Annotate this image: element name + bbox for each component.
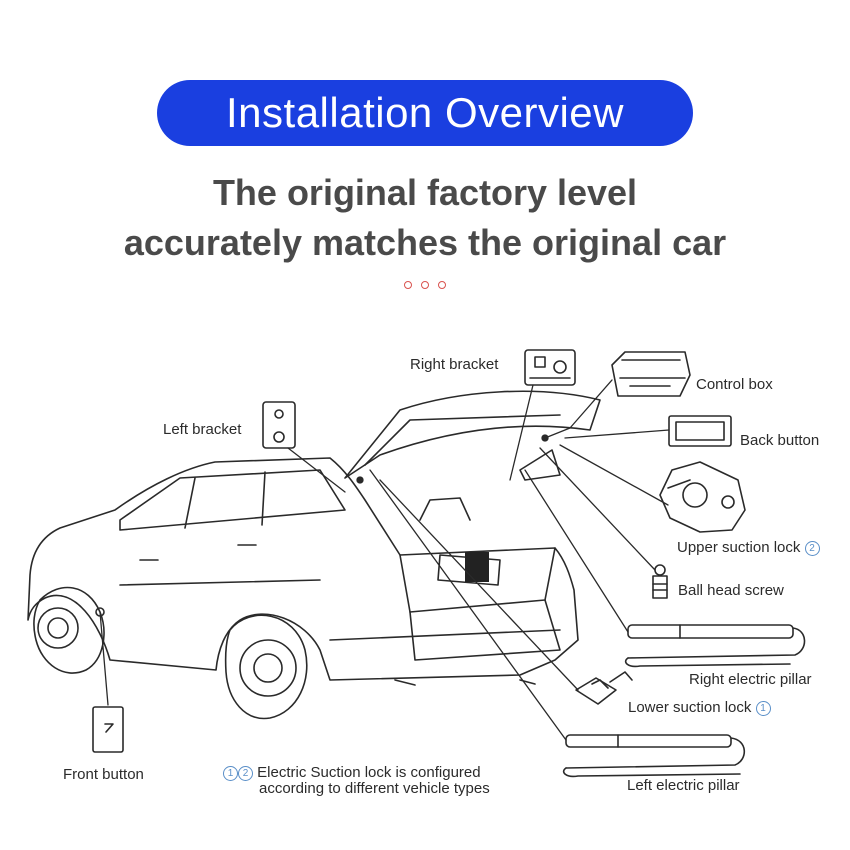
label-control-box: Control box <box>696 376 773 393</box>
label-lower-suction-lock: Lower suction lock 1 <box>628 699 771 716</box>
label-right-electric-pillar: Right electric pillar <box>689 671 812 688</box>
headline-line-2: accurately matches the original car <box>123 222 727 263</box>
marker-2-icon: 2 <box>238 766 253 781</box>
label-upper-suction-lock: Upper suction lock 2 <box>677 539 820 556</box>
label-left-bracket: Left bracket <box>163 421 242 438</box>
note-line-2: according to different vehicle types <box>259 780 490 797</box>
left-electric-pillar-part <box>562 734 746 778</box>
front-button-part <box>92 706 124 753</box>
marker-2-icon: 2 <box>804 541 820 556</box>
right-electric-pillar-part <box>624 624 806 668</box>
label-front-button: Front button <box>63 766 144 783</box>
label-back-button: Back button <box>740 432 820 449</box>
decorative-dots <box>404 276 456 289</box>
label-left-electric-pillar: Left electric pillar <box>627 777 740 794</box>
car-illustration <box>27 390 601 720</box>
note-line-1: Electric Suction lock is configured <box>257 764 481 781</box>
marker-1-icon: 1 <box>223 766 238 781</box>
control-box-part <box>611 351 691 397</box>
label-right-bracket: Right bracket <box>410 356 499 373</box>
back-button-part <box>668 415 732 447</box>
ball-head-screw-part <box>652 564 668 599</box>
lower-suction-lock-part <box>575 671 633 705</box>
headline-line-1: The original factory level <box>212 172 638 213</box>
page-title: Installation Overview <box>226 89 624 136</box>
right-bracket-part <box>524 349 576 386</box>
leader-lines <box>99 379 670 741</box>
left-bracket-part <box>262 401 296 449</box>
title-banner: Installation Overview <box>157 80 693 146</box>
label-ball-head-screw: Ball head screw <box>678 582 784 599</box>
marker-1-icon: 1 <box>755 701 771 716</box>
upper-suction-lock-part <box>659 461 746 533</box>
